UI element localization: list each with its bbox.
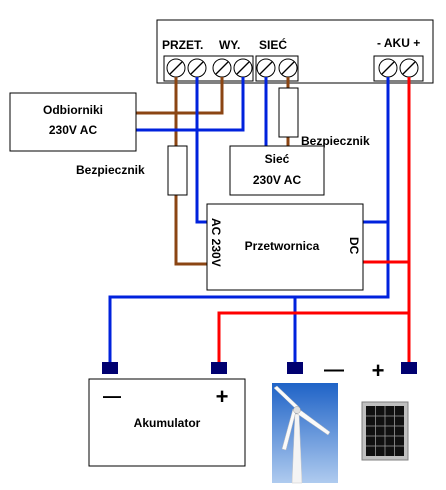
mains-line2: 230V AC xyxy=(253,173,302,187)
wire-brown-loads xyxy=(136,77,224,115)
label-siec: SIEĆ xyxy=(259,37,287,52)
fuse-siec xyxy=(278,87,299,138)
fuse-load xyxy=(167,145,188,196)
battery-plus-terminal xyxy=(211,362,227,374)
sources-minus-symbol: — xyxy=(324,359,344,381)
inverter-box xyxy=(206,203,364,291)
solar-panel-icon xyxy=(361,401,409,461)
loads-line1: Odbiorniki xyxy=(43,103,103,117)
inverter-title: Przetwornica xyxy=(245,239,320,253)
battery-title: Akumulator xyxy=(134,416,201,430)
battery-minus-symbol: — xyxy=(103,386,121,406)
loads-line2: 230V AC xyxy=(49,123,98,137)
wire-red-battery xyxy=(217,311,409,365)
inverter-dc-label: DC xyxy=(347,237,361,255)
wire-blue-aku-minus xyxy=(108,77,390,365)
wire-blue-loads xyxy=(136,77,245,132)
wire-blue-inverter xyxy=(195,77,207,224)
wire-brown-inverter xyxy=(174,77,207,266)
inverter-ac-label: AC 230V xyxy=(209,218,223,267)
turbine-terminal xyxy=(287,362,303,374)
mains-line1: Sieć xyxy=(265,152,290,166)
label-wy: WY. xyxy=(219,38,240,52)
fuse-load-label: Bezpiecznik xyxy=(76,163,145,177)
screw-slots xyxy=(169,61,416,75)
label-przet: PRZET. xyxy=(162,38,203,52)
battery-plus-symbol: + xyxy=(216,384,229,409)
battery-box xyxy=(88,378,246,467)
loads-box xyxy=(9,92,137,152)
battery-minus-terminal xyxy=(102,362,118,374)
panel-terminal xyxy=(401,362,417,374)
mains-box xyxy=(229,145,325,196)
sources-plus-symbol: + xyxy=(372,358,385,383)
wind-turbine-icon xyxy=(272,383,338,484)
label-aku: - AKU + xyxy=(377,36,420,50)
fuse-siec-label: Bezpiecznik xyxy=(301,134,370,148)
